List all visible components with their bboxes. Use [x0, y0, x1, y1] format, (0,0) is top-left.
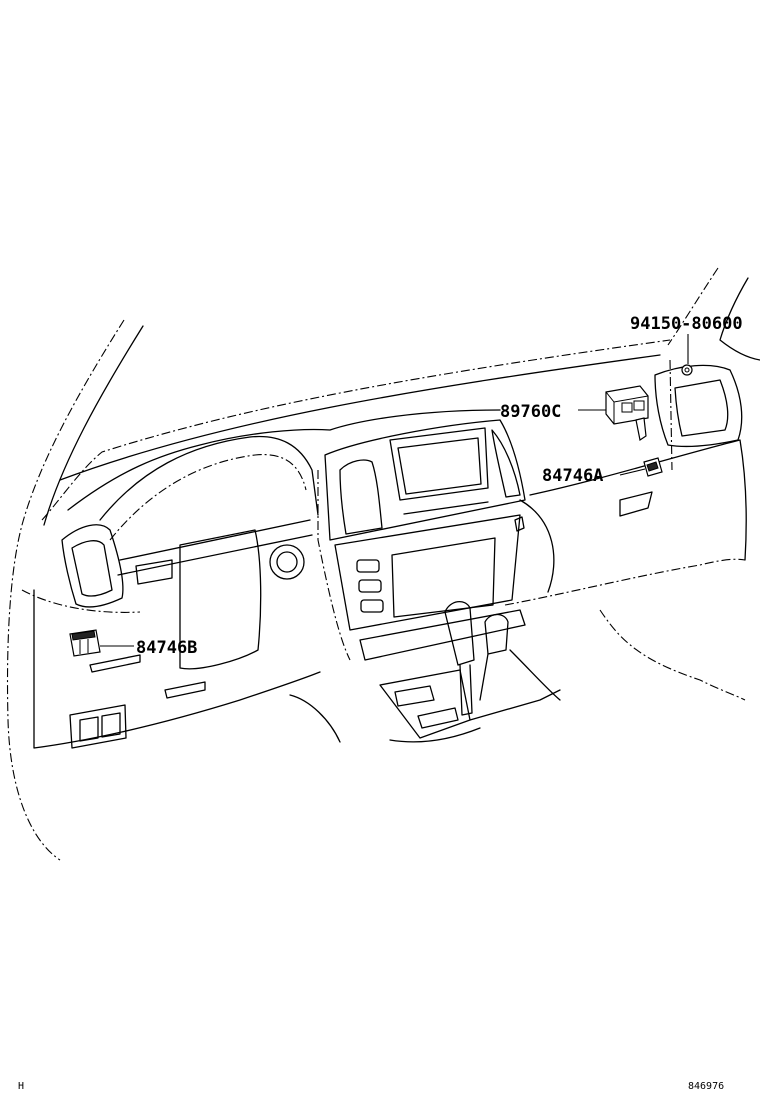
- dashboard-top: [41, 339, 671, 521]
- module-part: [605, 385, 649, 441]
- footer-left: H: [18, 1081, 24, 1092]
- shift-console: [289, 601, 561, 743]
- callout-sensor-b: 84746B: [136, 638, 197, 658]
- left-air-vent: [61, 524, 124, 608]
- a-pillar-left: [6, 319, 144, 861]
- footer-right: 846976: [688, 1081, 724, 1092]
- callout-nut: 94150-80600: [630, 314, 743, 334]
- sensor-a-part: [643, 457, 663, 477]
- callout-module: 89760C: [500, 402, 561, 422]
- a-pillar-right: [667, 267, 760, 361]
- center-stack: [317, 419, 526, 661]
- left-lower-dash: [21, 589, 321, 749]
- nut-part: [681, 364, 693, 376]
- passenger-dash: [504, 359, 747, 701]
- leader-lines: [100, 334, 689, 647]
- callout-sensor-a: 84746A: [542, 466, 603, 486]
- instrument-cluster: [99, 435, 319, 576]
- steering-column-area: [135, 529, 305, 699]
- sensor-b-part: [69, 629, 101, 657]
